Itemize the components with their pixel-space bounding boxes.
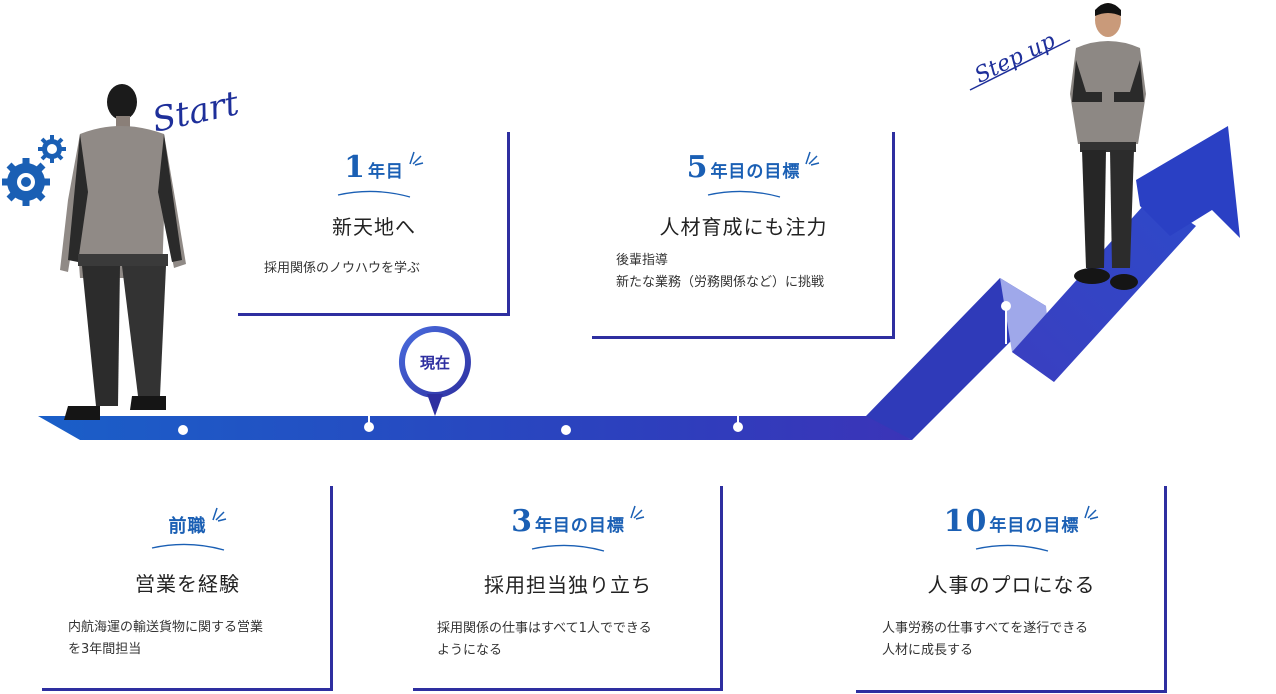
milestone-dots <box>178 301 1011 435</box>
sparkle-icon <box>409 151 424 166</box>
card-previous-job: 前職 営業を経験 内航海運の輸送貨物に関する営業 を3年間担当 <box>42 486 333 691</box>
sparkle-icon <box>1084 505 1099 520</box>
current-position-pin <box>398 326 471 416</box>
road-arrow-shaft <box>1012 196 1196 382</box>
sparkle-icon <box>211 507 226 522</box>
card-prev-title: 営業を経験 <box>135 572 240 596</box>
person-standing-figure <box>1070 3 1146 290</box>
sparkle-icon <box>630 505 645 520</box>
card-year10-title: 人事のプロになる <box>927 573 1096 597</box>
gears-icon <box>2 135 66 206</box>
card-year5-desc: 後輩指導 新たな業務（労務関係など）に挑戦 <box>616 253 825 290</box>
card-year1-desc: 採用関係のノウハウを学ぶ <box>264 261 421 276</box>
card-year1-title: 新天地へ <box>332 215 416 239</box>
heading-underline <box>975 544 1048 552</box>
current-pin-label: 現在 <box>419 354 450 372</box>
heading-underline <box>337 190 411 198</box>
road-horizontal <box>38 416 912 440</box>
card-prev-heading: 前職 <box>169 507 226 538</box>
card-year5-title: 人材育成にも注力 <box>659 215 828 239</box>
road-ramp <box>866 278 1046 440</box>
heading-underline <box>151 543 224 551</box>
card-prev-desc: 内航海運の輸送貨物に関する営業 を3年間担当 <box>68 620 264 657</box>
card-year3-title: 採用担当独り立ち <box>484 573 652 597</box>
heading-underline <box>707 190 780 198</box>
sparkle-icon <box>805 151 820 166</box>
heading-underline <box>531 544 605 552</box>
card-year10-desc: 人事労務の仕事すべてを遂行できる 人材に成長する <box>882 621 1089 658</box>
person-walking-figure <box>60 84 186 420</box>
card-year3-desc: 採用関係の仕事はすべて1人でできる ようになる <box>437 621 652 658</box>
road-arrow-head <box>1136 126 1240 238</box>
